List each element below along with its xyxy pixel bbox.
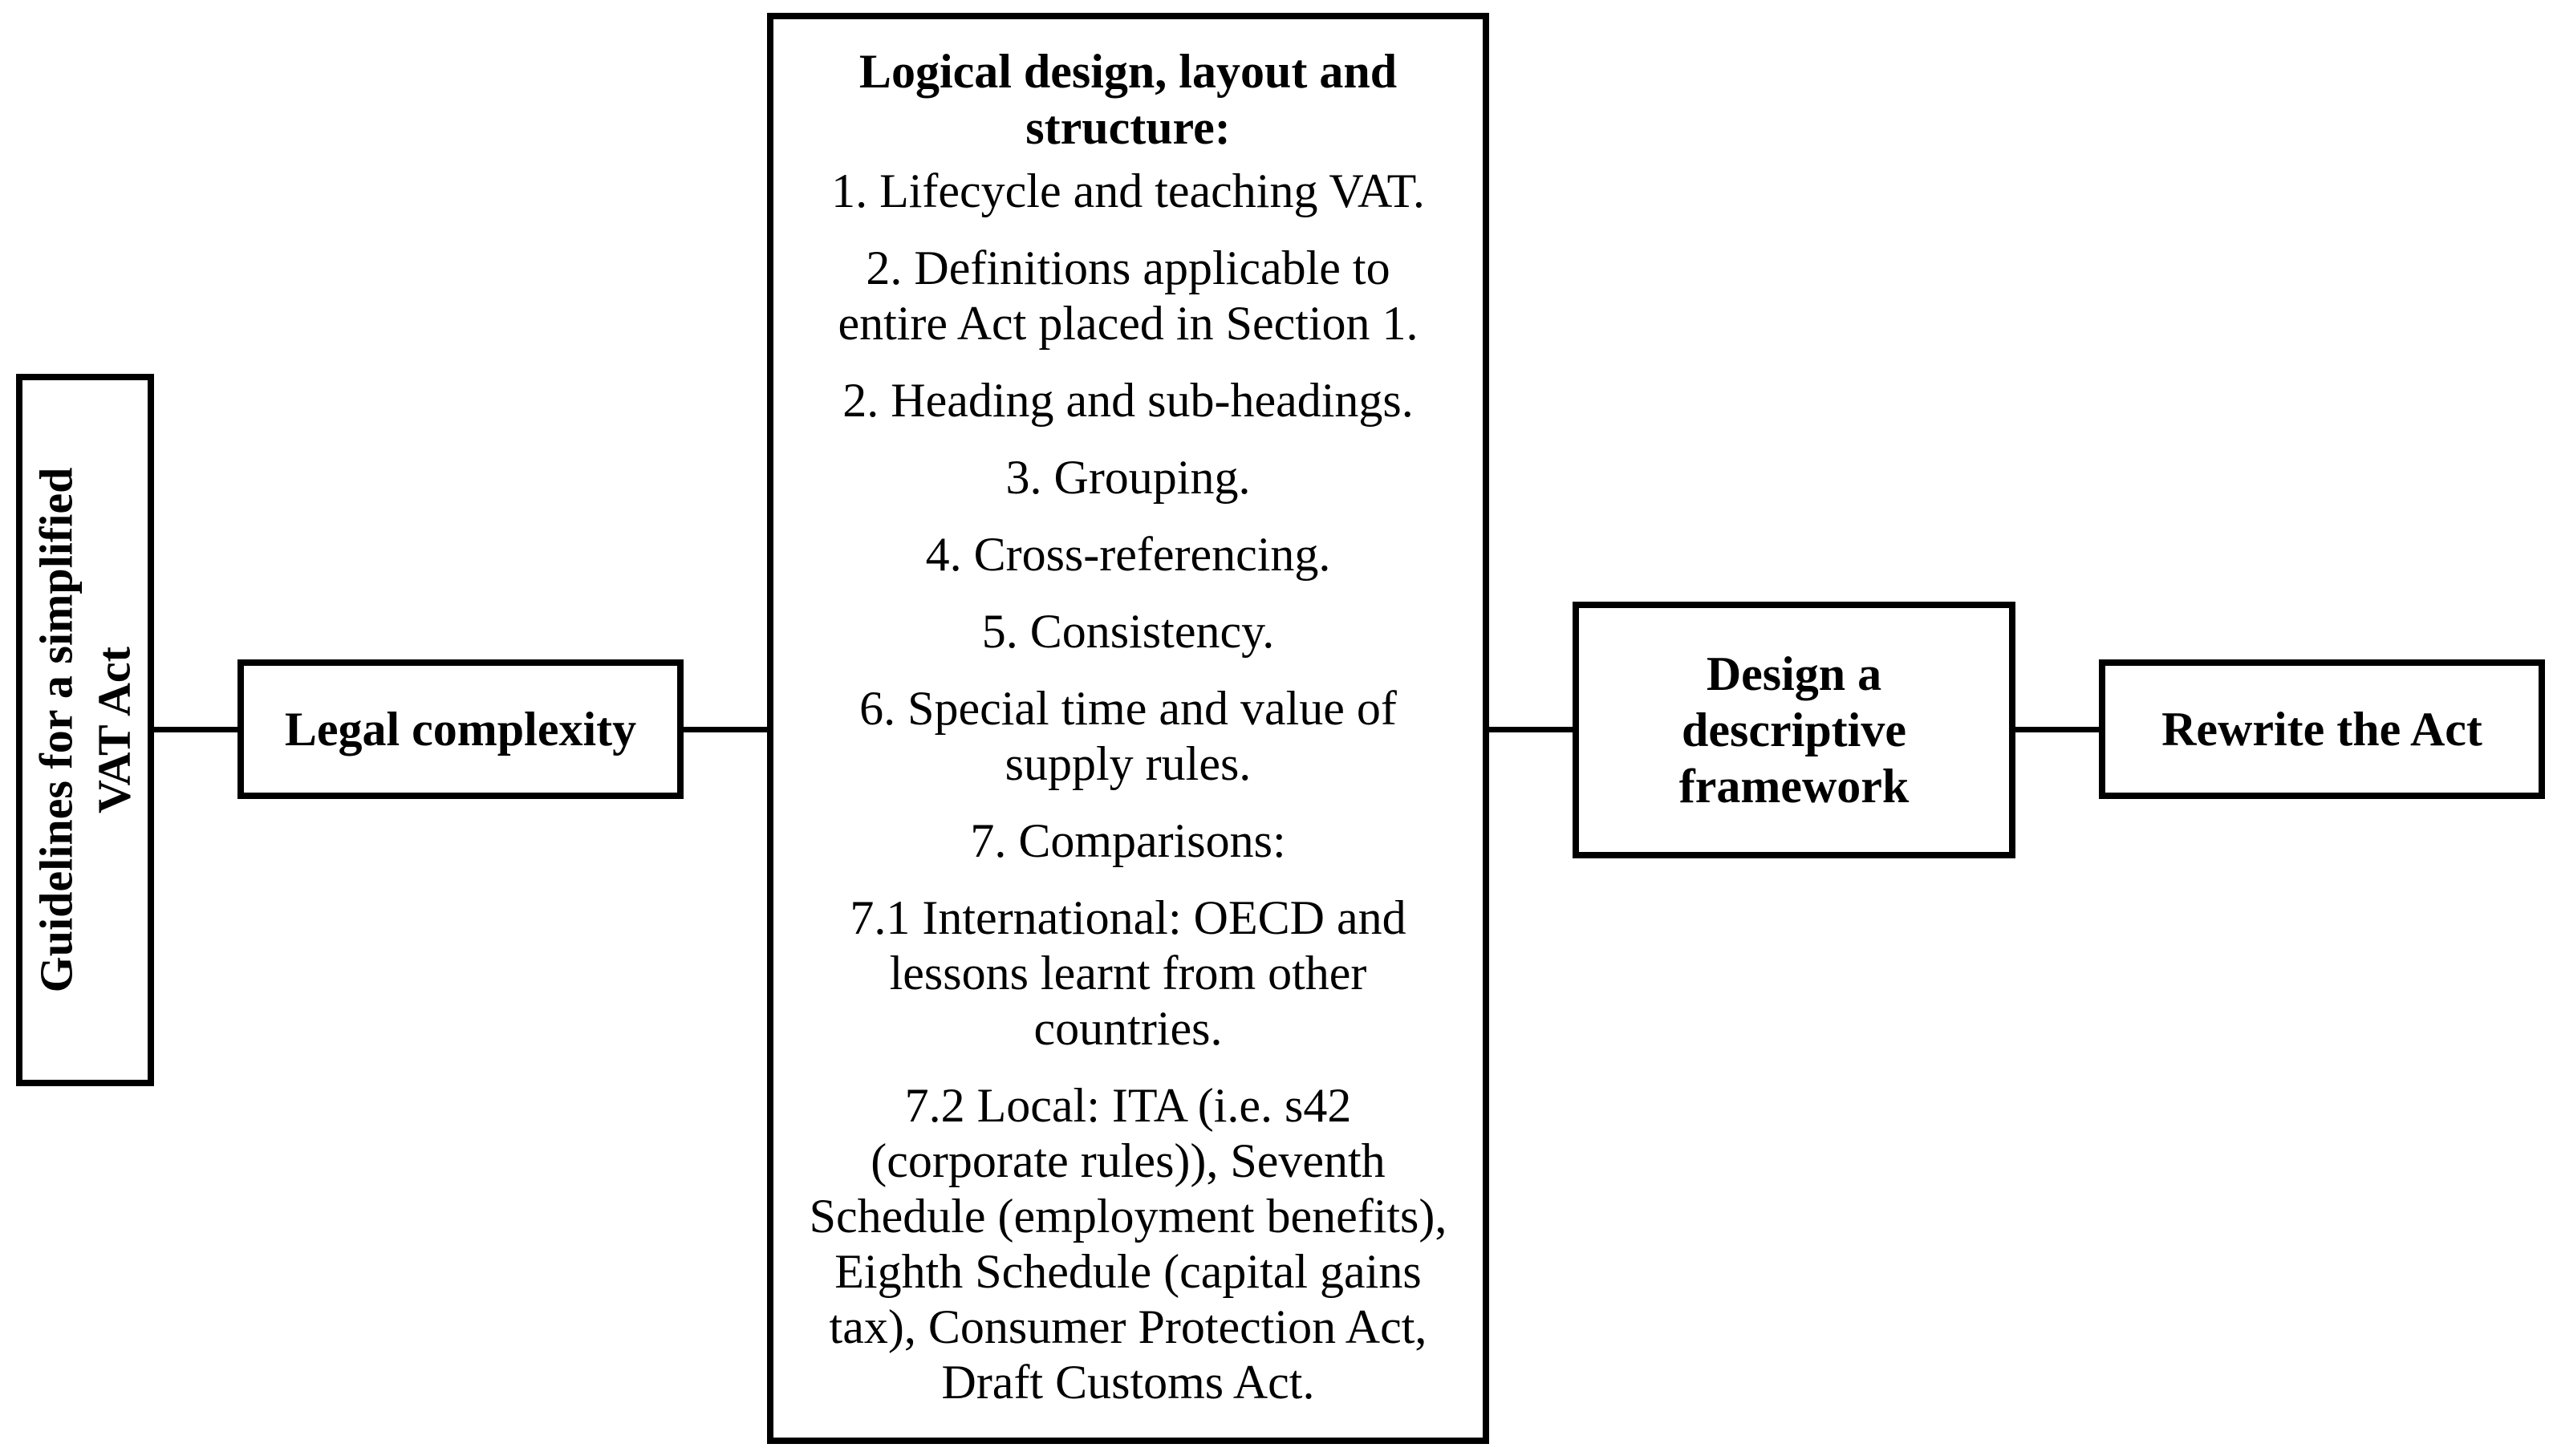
rewrite-act-label: Rewrite the Act <box>2161 702 2482 756</box>
list-item: 2. Heading and sub-headings. <box>810 373 1447 428</box>
logical-design-box: Logical design, layout and structure: 1.… <box>767 13 1489 1444</box>
list-item-line: 5. Consistency. <box>981 605 1275 658</box>
list-item-line: Eighth Schedule (capital gains <box>834 1245 1422 1298</box>
list-item: 5. Consistency. <box>810 604 1447 659</box>
connector-legal-list <box>680 727 770 732</box>
list-item-line: 4. Cross-referencing. <box>925 528 1331 581</box>
connector-guidelines-legal <box>151 727 241 732</box>
legal-complexity-box: Legal complexity <box>237 659 684 799</box>
list-item: 3. Grouping. <box>810 450 1447 505</box>
connector-design-rewrite <box>2012 727 2102 732</box>
legal-complexity-label: Legal complexity <box>284 702 637 756</box>
list-item: 7.2 Local: ITA (i.e. s42(corporate rules… <box>810 1078 1447 1410</box>
guidelines-line-1: Guidelines for a simplified <box>30 467 82 993</box>
list-item: 7. Comparisons: <box>810 813 1447 869</box>
list-item-line: 2. Definitions applicable to <box>866 241 1390 294</box>
list-item-line: (corporate rules)), Seventh <box>871 1134 1386 1187</box>
list-item-line: 6. Special time and value of <box>859 682 1397 735</box>
design-framework-line-2: descriptive <box>1682 704 1906 756</box>
list-item-line: 7.2 Local: ITA (i.e. s42 <box>904 1079 1352 1132</box>
list-item-line: entire Act placed in Section 1. <box>838 297 1419 350</box>
design-framework-line-1: Design a <box>1706 647 1882 700</box>
logical-design-heading-line-2: structure: <box>1025 101 1231 154</box>
guidelines-text: Guidelines for a simplified VAT Act <box>27 468 143 993</box>
logical-design-list: 1. Lifecycle and teaching VAT. 2. Definit… <box>810 164 1447 1432</box>
list-item: 4. Cross-referencing. <box>810 527 1447 582</box>
logical-design-heading: Logical design, layout and structure: <box>859 43 1397 156</box>
connector-list-design <box>1486 727 1576 732</box>
list-item-line: 7.1 International: OECD and <box>850 891 1406 944</box>
list-item-line: tax), Consumer Protection Act, <box>829 1300 1427 1353</box>
list-item-line: 2. Heading and sub-headings. <box>842 374 1414 427</box>
list-item-line: lessons learnt from other <box>889 947 1367 1000</box>
list-item-line: Draft Customs Act. <box>941 1356 1315 1409</box>
list-item-line: 7. Comparisons: <box>970 814 1286 867</box>
list-item: 1. Lifecycle and teaching VAT. <box>810 164 1447 219</box>
list-item-line: Schedule (employment benefits), <box>809 1190 1447 1243</box>
list-item-line: supply rules. <box>1005 737 1252 790</box>
rewrite-act-box: Rewrite the Act <box>2099 659 2545 799</box>
logical-design-heading-line-1: Logical design, layout and <box>858 45 1398 98</box>
list-item-line: 3. Grouping. <box>1005 451 1251 504</box>
guidelines-line-2: VAT Act <box>87 647 140 813</box>
guidelines-box: Guidelines for a simplified VAT Act <box>16 374 154 1086</box>
list-item-line: 1. Lifecycle and teaching VAT. <box>831 164 1425 217</box>
list-item-line: countries. <box>1033 1002 1223 1055</box>
design-framework-line-3: framework <box>1678 760 1910 813</box>
design-framework-box: Design a descriptive framework <box>1573 602 2015 858</box>
